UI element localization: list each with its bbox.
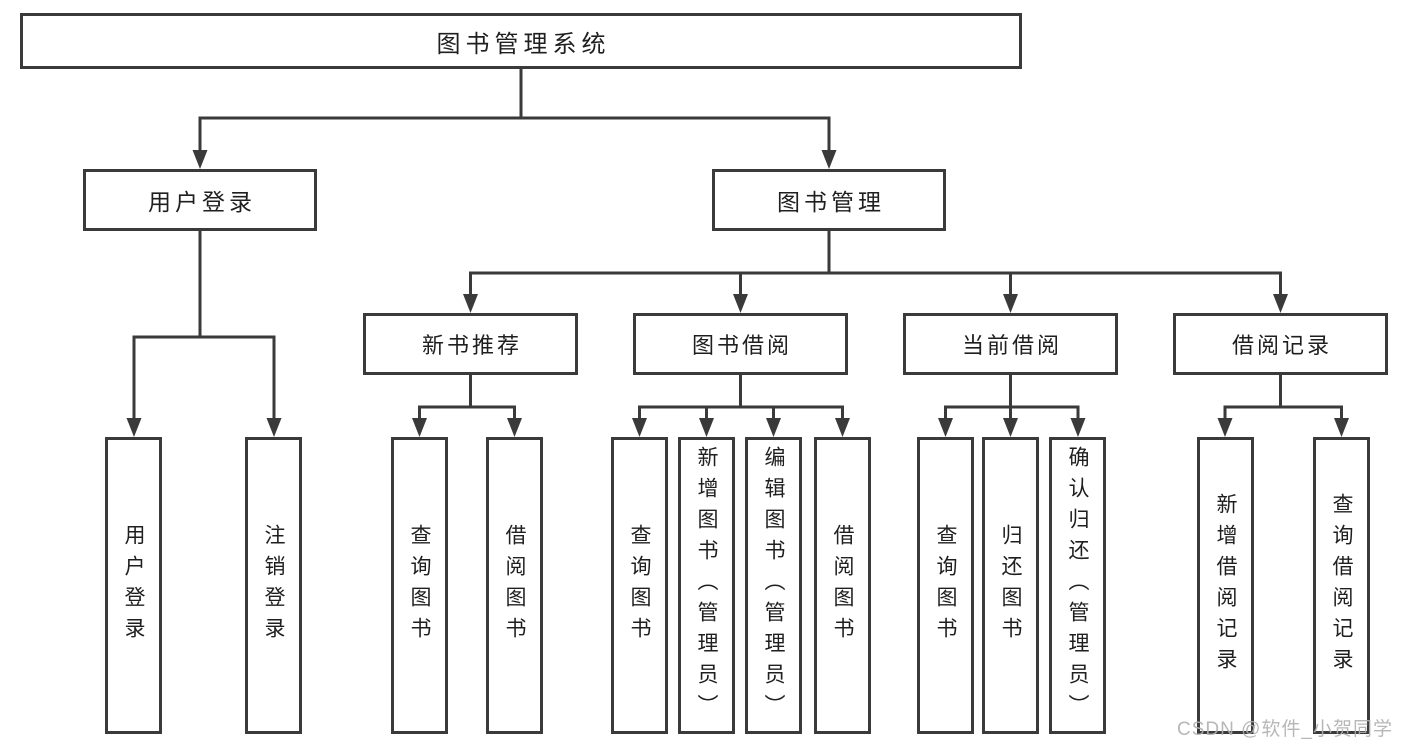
leaf-confirm-return-admin: 确认归还（管理员） (1049, 437, 1106, 734)
leaf-add-books-admin: 新增图书（管理员） (678, 437, 735, 734)
leaf-return-books: 归还图书 (982, 437, 1039, 734)
node-book-borrowing: 图书借阅 (633, 313, 848, 375)
node-borrowing-records: 借阅记录 (1173, 313, 1388, 375)
node-book-management: 图书管理 (712, 169, 946, 231)
leaf-borrow-books-recommend: 借阅图书 (486, 437, 543, 734)
leaf-query-borrow-record: 查询借阅记录 (1313, 437, 1370, 734)
leaf-add-borrow-record: 新增借阅记录 (1197, 437, 1254, 734)
node-user-login: 用户登录 (83, 169, 317, 231)
watermark: CSDN @软件_小贺同学 (1177, 719, 1393, 740)
leaf-query-books-current: 查询图书 (917, 437, 974, 734)
node-current-borrowing: 当前借阅 (903, 313, 1118, 375)
node-new-book-recommendation: 新书推荐 (363, 313, 578, 375)
leaf-query-books-borrowing: 查询图书 (611, 437, 668, 734)
node-library-system: 图书管理系统 (20, 13, 1022, 69)
leaf-edit-books-admin: 编辑图书（管理员） (745, 437, 802, 734)
leaf-query-books-recommend: 查询图书 (391, 437, 448, 734)
leaf-user-login: 用户登录 (105, 437, 162, 734)
leaf-logout: 注销登录 (245, 437, 302, 734)
leaf-borrow-books-borrowing: 借阅图书 (814, 437, 871, 734)
